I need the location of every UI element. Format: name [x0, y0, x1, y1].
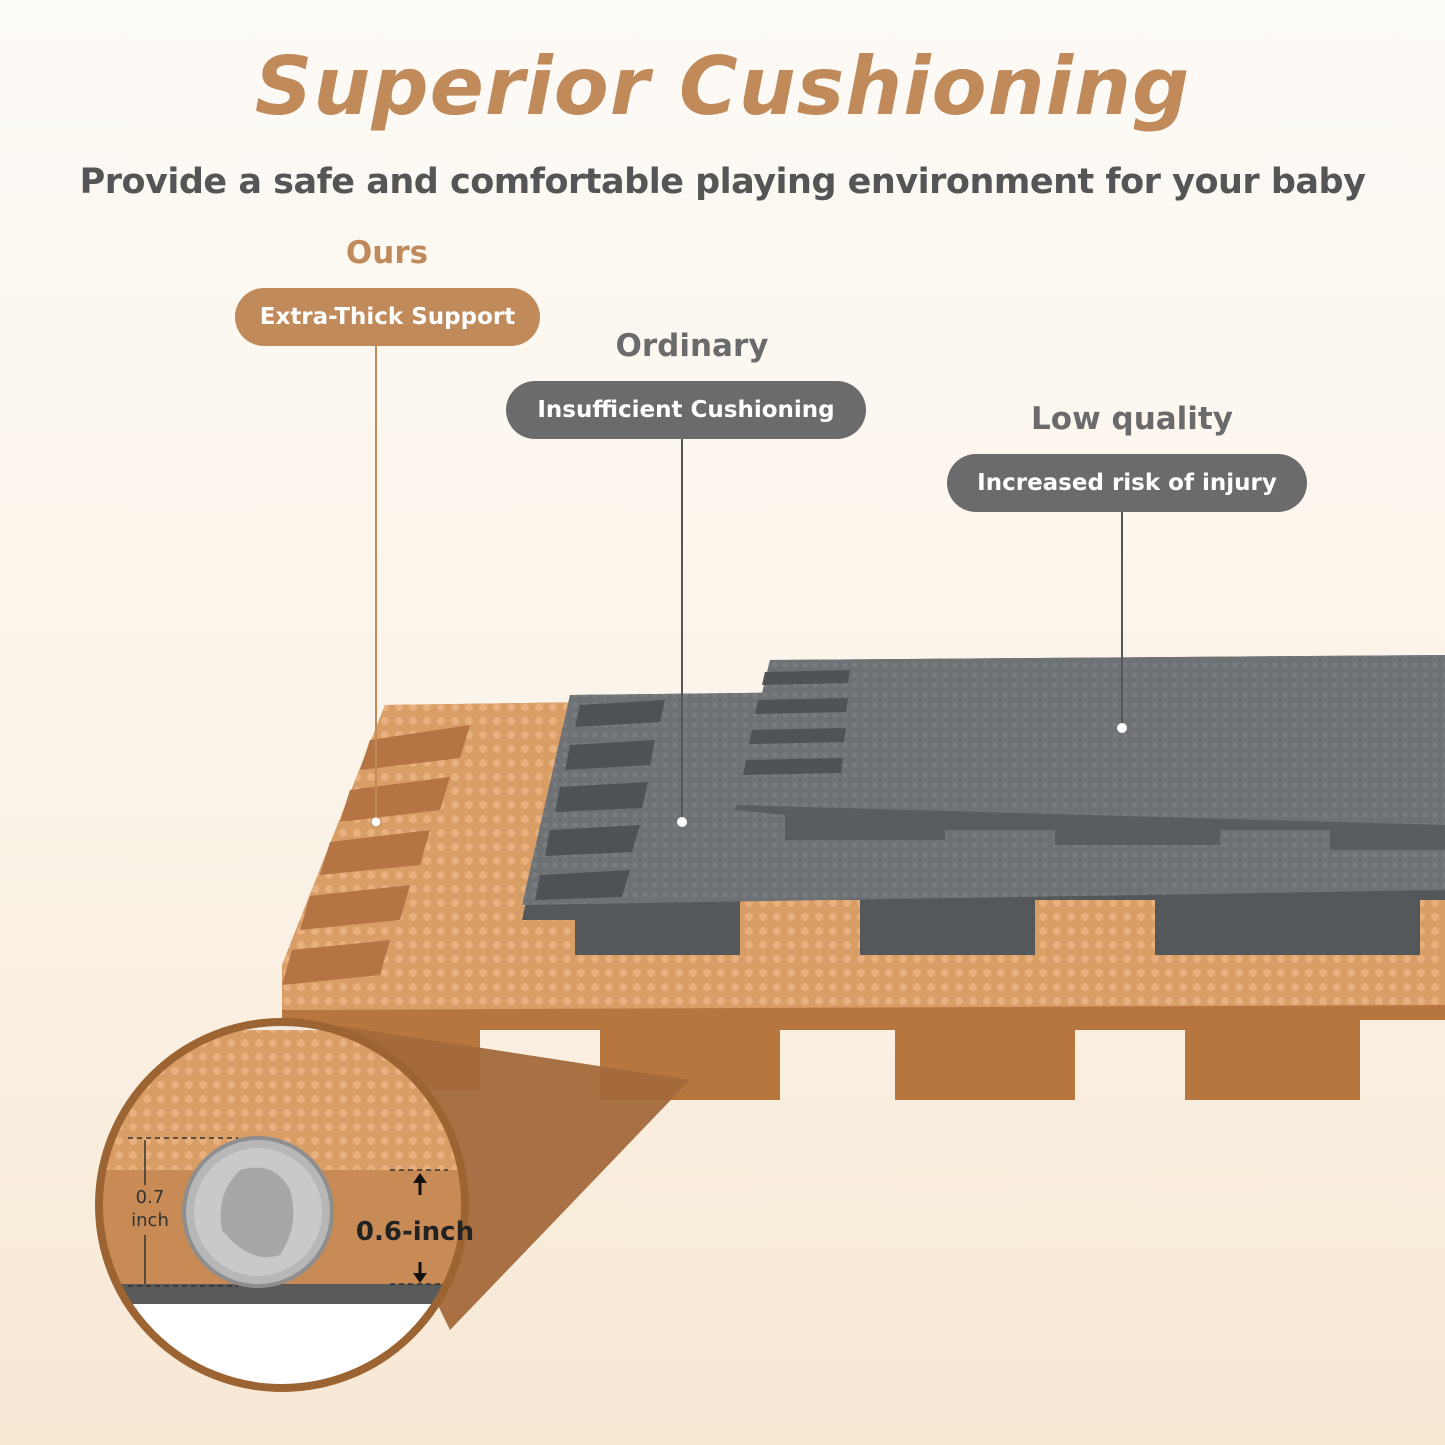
ordinary-badge: Insufficient Cushioning	[506, 381, 866, 439]
mat-thickness-label: 0.6-inch	[356, 1217, 474, 1247]
ordinary-label: Ordinary	[615, 328, 769, 364]
ours-badge: Extra-Thick Support	[235, 288, 540, 346]
arrow-up-icon	[413, 1173, 427, 1183]
ours-label: Ours	[345, 235, 429, 271]
low-quality-badge: Increased risk of injury	[947, 454, 1307, 512]
low-quality-label: Low quality	[1031, 401, 1233, 437]
coin-height-value: 0.7	[136, 1187, 165, 1208]
arrow-down-icon	[413, 1273, 427, 1283]
gray-mat-low-quality	[735, 655, 1445, 850]
page-title: Superior Cushioning	[254, 40, 1191, 133]
page-subtitle: Provide a safe and comfortable playing e…	[79, 162, 1366, 202]
coin-height-unit: inch	[131, 1210, 169, 1231]
